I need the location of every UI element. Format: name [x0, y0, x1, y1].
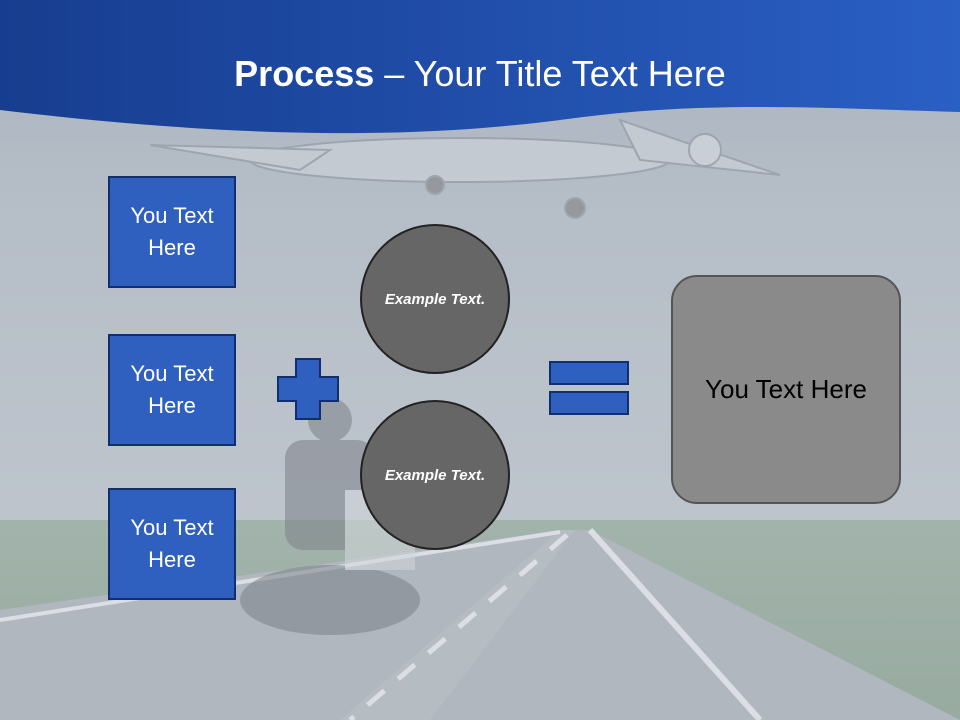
result-box[interactable]: You Text Here: [671, 275, 901, 504]
example-circle-1[interactable]: Example Text.: [360, 224, 510, 374]
title-rest: – Your Title Text Here: [374, 53, 726, 94]
text-box-1[interactable]: You Text Here: [108, 176, 236, 288]
text-box-2[interactable]: You Text Here: [108, 334, 236, 446]
plus-icon: [277, 358, 339, 420]
text-box-3[interactable]: You Text Here: [108, 488, 236, 600]
title-strong: Process: [234, 53, 375, 94]
header-banner: [0, 0, 960, 134]
slide-title: Process – Your Title Text Here: [0, 52, 960, 96]
airplane-image: [149, 118, 781, 219]
example-circle-2[interactable]: Example Text.: [360, 400, 510, 550]
equals-icon: [549, 361, 629, 415]
